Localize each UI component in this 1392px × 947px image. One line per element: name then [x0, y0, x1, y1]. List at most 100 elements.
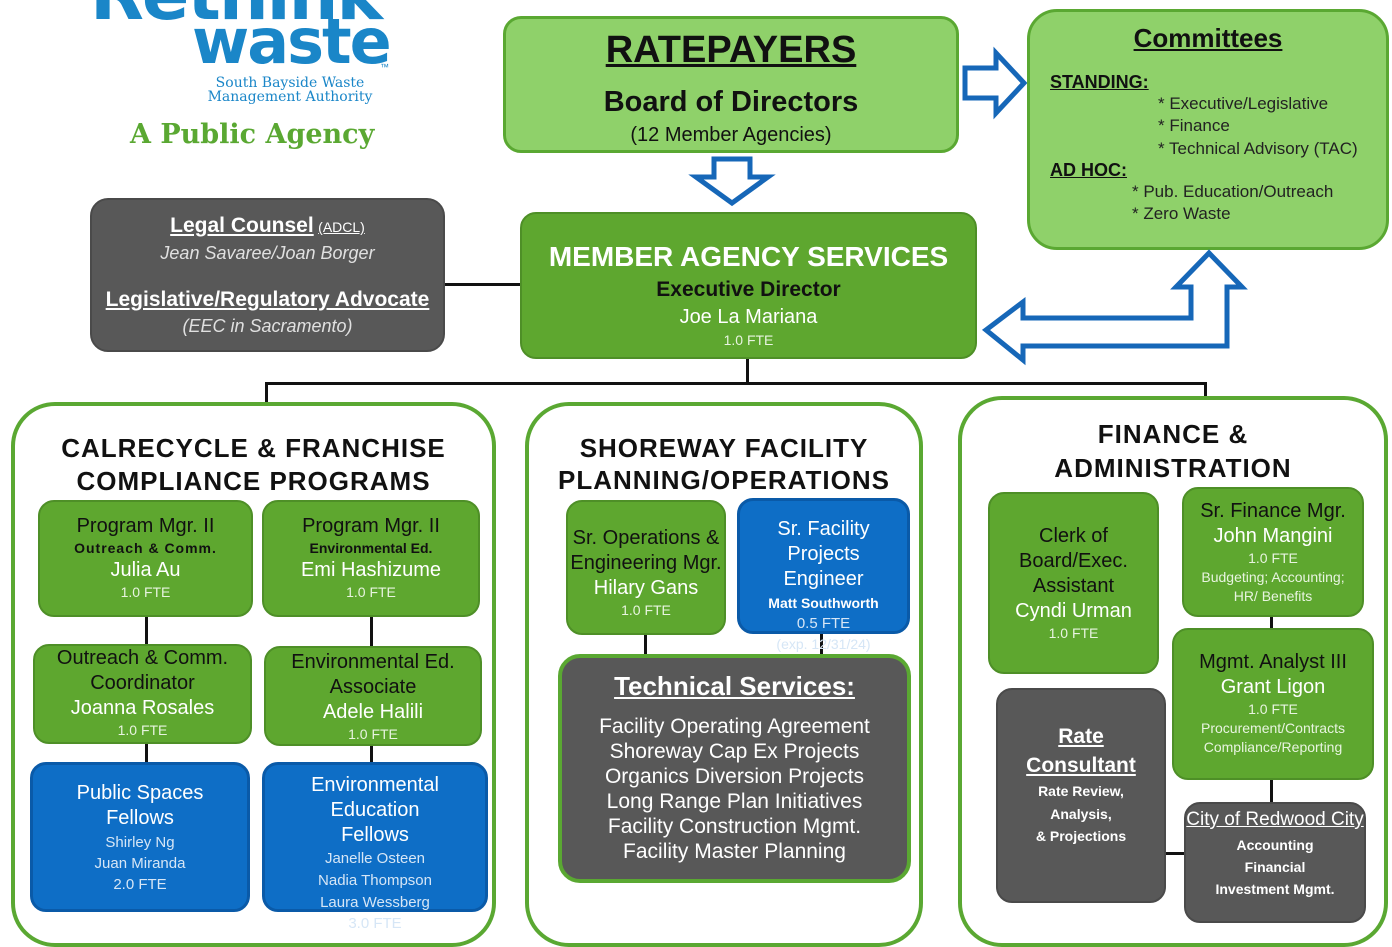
city-title: City of Redwood City: [1186, 809, 1364, 830]
legal-names: Jean Savaree/Joan Borger: [160, 243, 375, 263]
connector-line: [1270, 614, 1273, 630]
standing-item: * Executive/Legislative: [1158, 94, 1329, 113]
role: Associate: [329, 676, 417, 698]
connector-line: [265, 382, 268, 404]
clerk-of-board: Clerk of Board/Exec. Assistant Cyndi Urm…: [988, 492, 1159, 674]
city-detail: Financial: [1244, 859, 1306, 875]
finance-title-1: FINANCE &: [1097, 419, 1249, 449]
name: Joanna Rosales: [70, 697, 215, 719]
mas-box: MEMBER AGENCY SERVICES Executive Directo…: [520, 212, 977, 359]
role: Sr. Operations &: [572, 527, 720, 549]
arrow-right-icon: [962, 46, 1028, 120]
connector-line: [370, 616, 373, 648]
program-manager-outreach: Program Mgr. II Outreach & Comm. Julia A…: [38, 500, 253, 617]
adhoc-item: * Zero Waste: [1132, 204, 1231, 223]
city-of-redwood-city: City of Redwood City Accounting Financia…: [1184, 802, 1366, 923]
technical-service-item: Long Range Plan Initiatives: [606, 790, 863, 813]
committees-box: Committees STANDING: * Executive/Legisla…: [1027, 9, 1389, 250]
standing-item: * Finance: [1158, 116, 1230, 135]
fte: 1.0 FTE: [120, 584, 171, 600]
role: Board/Exec.: [1019, 550, 1128, 572]
role: Assistant: [1032, 575, 1115, 597]
technical-service-item: Facility Master Planning: [623, 840, 846, 863]
rate-detail: Analysis,: [1050, 806, 1112, 822]
role: Fellows: [341, 824, 409, 846]
outreach-coordinator: Outreach & Comm. Coordinator Joanna Rosa…: [33, 644, 252, 744]
connector-line: [1204, 382, 1207, 398]
logo-word-waste: waste: [192, 5, 392, 78]
ratepayers-label: RATEPAYERS: [605, 29, 857, 71]
rate-title: Rate: [1058, 725, 1104, 748]
legal-title-row: Legal Counsel (ADCL): [92, 214, 443, 238]
program-manager-env-ed: Program Mgr. II Environmental Ed. Emi Ha…: [262, 500, 480, 617]
duties: Procurement/Contracts: [1201, 720, 1345, 736]
technical-services-box: Technical Services: Facility Operating A…: [558, 654, 911, 883]
role: Sr. Facility Projects: [777, 518, 870, 565]
adhoc-label: AD HOC:: [1050, 160, 1127, 180]
technical-service-item: Organics Diversion Projects: [604, 765, 865, 788]
technical-service-item: Facility Operating Agreement: [599, 715, 870, 738]
name: Nadia Thompson: [318, 872, 432, 889]
fte: 1.0 FTE: [117, 722, 168, 738]
connector-line: [265, 382, 1207, 385]
standing-item: * Technical Advisory (TAC): [1158, 139, 1358, 158]
name: John Mangini: [1213, 525, 1333, 547]
duties: Budgeting; Accounting;: [1201, 569, 1345, 585]
env-ed-associate: Environmental Ed. Associate Adele Halili…: [264, 646, 482, 746]
connector-line: [1270, 778, 1273, 804]
fte: 0.5 FTE: [796, 615, 851, 632]
connector-line: [445, 283, 521, 286]
mgmt-analyst: Mgmt. Analyst III Grant Ligon 1.0 FTE Pr…: [1172, 628, 1374, 780]
legal-counsel-suffix: (ADCL): [318, 219, 365, 235]
role: Engineer: [783, 568, 864, 590]
fte: 2.0 FTE: [113, 876, 167, 893]
fte: 1.0 FTE: [346, 584, 396, 600]
name: Janelle Osteen: [324, 850, 426, 867]
arrow-committees-icon: [981, 249, 1248, 366]
legal-counsel-title: Legal Counsel: [170, 214, 314, 237]
rate-detail: & Projections: [1035, 828, 1127, 844]
sr-facility-projects-engineer: Sr. Facility Projects Engineer Matt Sout…: [737, 498, 910, 652]
sr-operations-manager: Sr. Operations & Engineering Mgr. Hilary…: [566, 500, 726, 635]
name: Grant Ligon: [1220, 676, 1326, 698]
role: Sr. Finance Mgr.: [1200, 500, 1346, 522]
fte: 1.0 FTE: [1248, 550, 1298, 566]
mas-role: Executive Director: [656, 278, 841, 301]
shoreway-title-1: SHOREWAY FACILITY: [579, 433, 869, 463]
env-ed-fellows: Environmental Education Fellows Janelle …: [262, 762, 488, 932]
mas-fte: 1.0 FTE: [723, 332, 774, 348]
name: Emi Hashizume: [300, 559, 442, 581]
duties: Compliance/Reporting: [1203, 739, 1343, 755]
name: Hilary Gans: [593, 577, 699, 599]
connector-line: [145, 744, 148, 766]
shoreway-title-2: PLANNING/OPERATIONS: [558, 465, 890, 495]
role: Public Spaces: [76, 782, 204, 804]
duties: HR/ Benefits: [1233, 588, 1313, 604]
logo: Rethink waste ™ South Bayside Waste Mana…: [80, 0, 400, 160]
mas-title: MEMBER AGENCY SERVICES: [548, 241, 949, 272]
name: Cyndi Urman: [1015, 600, 1132, 622]
role: Fellows: [106, 807, 174, 829]
mas-name: Joe La Mariana: [679, 306, 818, 328]
committees-title: Committees: [1133, 23, 1283, 53]
connector-line: [820, 633, 823, 655]
city-detail: Investment Mgmt.: [1215, 881, 1335, 897]
connector-line: [370, 746, 373, 766]
fte: 1.0 FTE: [1248, 701, 1298, 717]
fte: 1.0 FTE: [348, 726, 398, 742]
logo-subtitle-2: Management Authority: [207, 89, 373, 105]
standing-label: STANDING:: [1050, 72, 1149, 92]
city-detail: Accounting: [1236, 837, 1314, 853]
technical-service-item: Shoreway Cap Ex Projects: [609, 740, 860, 763]
logo-tm: ™: [380, 62, 389, 72]
name: Julia Au: [110, 559, 181, 581]
rate-detail: Rate Review,: [1038, 783, 1124, 799]
public-spaces-fellows: Public Spaces Fellows Shirley Ng Juan Mi…: [30, 762, 250, 912]
rate-consultant: Rate Consultant Rate Review, Analysis, &…: [996, 688, 1166, 903]
sr-finance-manager: Sr. Finance Mgr. John Mangini 1.0 FTE Bu…: [1182, 487, 1364, 617]
name: Laura Wessberg: [320, 894, 430, 911]
role: Program Mgr. II: [76, 515, 215, 537]
role: Engineering Mgr.: [570, 552, 722, 574]
adhoc-item: * Pub. Education/Outreach: [1132, 182, 1334, 201]
connector-line: [145, 616, 148, 646]
